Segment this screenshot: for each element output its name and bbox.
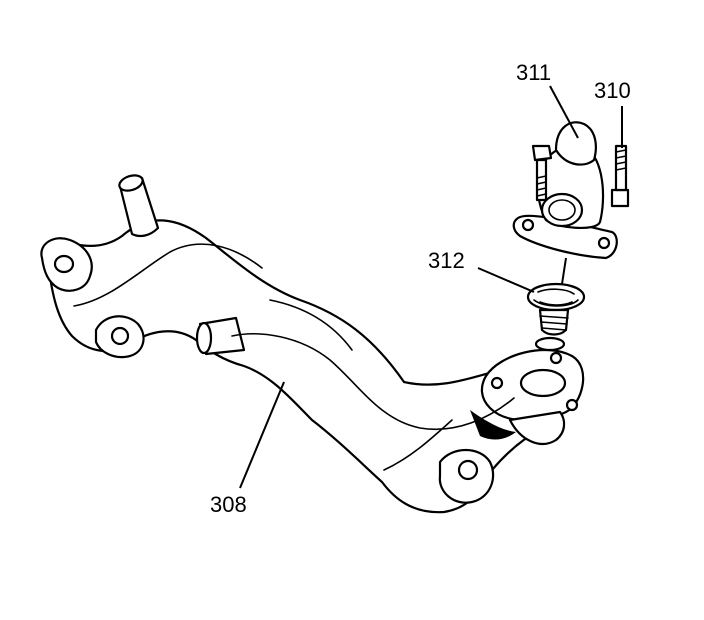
seat-lower-neck <box>508 410 566 446</box>
leader-308 <box>239 381 285 489</box>
leader-lines <box>239 85 623 489</box>
pipe-contour-line-4 <box>383 419 453 471</box>
housing-outlet-inner <box>548 199 576 221</box>
thermostat <box>526 257 586 352</box>
left-flange-bolt-hole <box>53 254 75 274</box>
pipe-contour-line-2 <box>231 333 515 430</box>
seat-flange-bolt-hole-right <box>565 398 579 412</box>
callout-308: 308 <box>210 492 247 517</box>
thermostat-seat-opening <box>519 368 567 398</box>
mounting-bolts <box>531 144 630 208</box>
thermostat-lower-spring <box>539 315 569 331</box>
pipe-contour-line-1 <box>73 243 263 307</box>
callout-311: 311 <box>516 60 551 85</box>
leader-311 <box>549 85 579 139</box>
side-hose-nipple-end <box>195 321 213 355</box>
upper-hose-nipple-end <box>118 174 144 192</box>
pipe-shadow-area <box>470 410 516 440</box>
upper-hose-nipple <box>118 176 160 238</box>
lower-right-bolt-hole <box>457 459 479 481</box>
callout-312: 312 <box>428 248 465 273</box>
right-bolt-threads <box>615 149 627 171</box>
right-bolt <box>610 144 630 208</box>
housing-hose-outlet <box>554 121 597 166</box>
leader-312 <box>477 267 535 293</box>
housing-outlet-opening <box>540 192 584 228</box>
water-outlet-pipe-assembly <box>40 174 585 514</box>
pipe-contour-line-3 <box>269 299 353 351</box>
right-bolt-head <box>610 188 630 208</box>
callout-310: 310 <box>594 78 631 103</box>
seat-flange-bolt-hole-top <box>549 351 563 365</box>
thermostat-gasket <box>534 336 566 352</box>
housing-flange-bolt-hole-right <box>597 236 611 250</box>
water-outlet-housing <box>512 121 618 260</box>
thermostat-alignment-line <box>561 257 567 285</box>
left-bolt-threads <box>536 175 547 197</box>
left-bolt <box>531 144 553 202</box>
thermostat-spring-coils <box>531 283 581 307</box>
seat-flange-bolt-hole-left <box>490 376 504 390</box>
lower-left-bolt-hole <box>110 326 130 346</box>
left-bolt-head <box>531 144 553 162</box>
housing-flange-bolt-hole-left <box>521 218 535 232</box>
